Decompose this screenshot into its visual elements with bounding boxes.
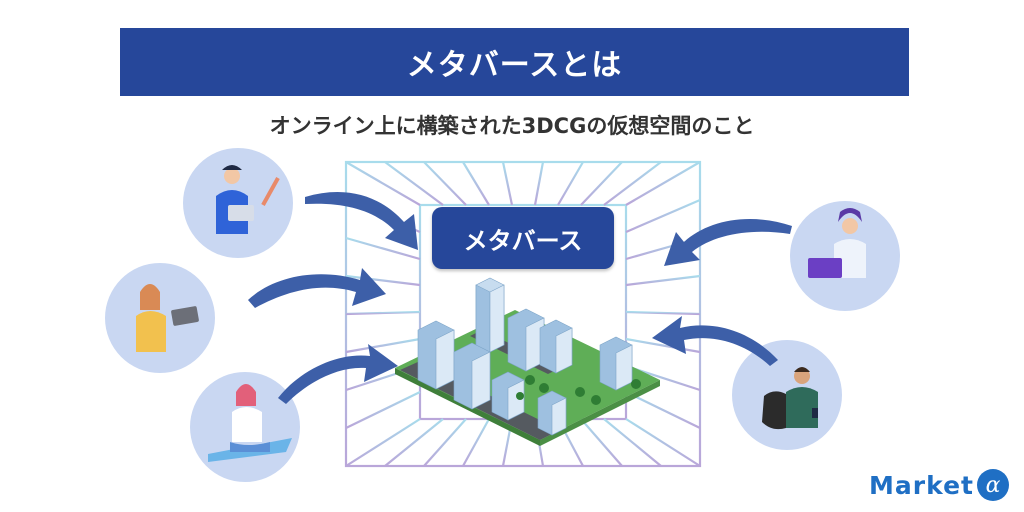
brand-mark: α [986,473,1001,498]
arrow-icon [664,219,792,266]
brand-name: Market [869,470,974,500]
alpha-logo-icon: α [977,469,1009,501]
arrow-icon [652,316,778,366]
brand-logo: Market α [869,468,1010,502]
title-banner: メタバースとは [120,28,909,96]
metaverse-label: メタバース [432,207,614,269]
arrow-icon [278,344,398,404]
person-figures [136,165,866,462]
arrow-icon [305,191,418,250]
city-illustration-icon [395,277,660,446]
subtitle: オンライン上に構築された3DCGの仮想空間のこと [269,114,755,138]
arrow-icon [248,268,386,308]
metaverse-label-text: メタバース [463,226,583,255]
flow-arrows [248,191,792,404]
page-title: メタバースとは [406,48,623,83]
